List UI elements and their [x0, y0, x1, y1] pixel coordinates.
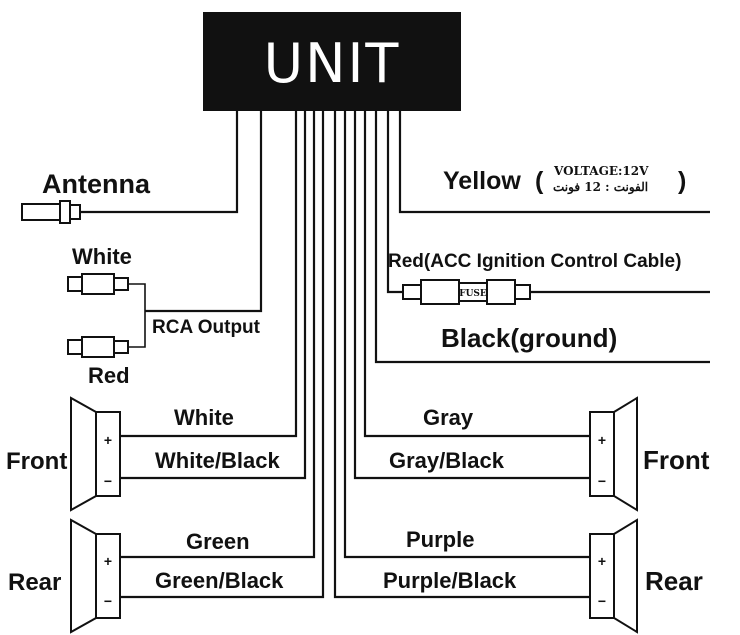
fuse-label: FUSE	[459, 289, 487, 299]
plus-terminal: +	[104, 553, 112, 569]
voltage-paren-close: )	[678, 167, 686, 195]
rear-right-label: Rear	[645, 566, 703, 596]
rca-output-wire	[145, 111, 263, 313]
red-acc-wire-in	[386, 111, 403, 294]
plus-terminal: +	[598, 432, 606, 448]
speaker-cone	[70, 518, 97, 634]
power-wires	[374, 111, 710, 364]
speaker-cone	[613, 396, 638, 512]
rca-output-label: RCA Output	[152, 317, 261, 338]
minus-terminal: −	[598, 593, 606, 609]
front-right-minus-wire	[353, 111, 592, 480]
speaker-magnet	[95, 533, 121, 619]
rca-red-label: Red	[88, 363, 130, 388]
rca-plug-red	[67, 336, 129, 358]
minus-terminal: −	[104, 593, 112, 609]
speaker-front-left: + −	[70, 396, 121, 512]
rca-red-body	[81, 336, 115, 358]
speaker-cone	[613, 518, 638, 634]
antenna-wire	[80, 111, 239, 214]
rca-white-tail	[113, 277, 129, 291]
rca-white-label: White	[72, 244, 132, 269]
voltage-ar-label: الفونت : 12 فونت	[553, 180, 648, 195]
antenna-plug	[21, 200, 81, 224]
front-right-minus-label: Gray/Black	[389, 448, 505, 473]
rear-left-plus-wire	[119, 111, 316, 559]
fuse-cap-left	[420, 279, 460, 305]
speaker-rear-left: + −	[70, 518, 121, 634]
front-right-label: Front	[643, 445, 710, 475]
front-left-minus-wire	[119, 111, 307, 480]
fuse-cap-right	[486, 279, 516, 305]
unit-title: UNIT	[264, 32, 401, 95]
plus-terminal: +	[104, 432, 112, 448]
rear-right-plus-label: Purple	[406, 527, 474, 552]
rca-plug-white	[67, 273, 129, 295]
rear-right-minus-label: Purple/Black	[383, 568, 517, 593]
antenna-plug-tip	[69, 204, 81, 220]
antenna-plug-body	[21, 203, 61, 221]
speaker-magnet	[589, 533, 615, 619]
minus-terminal: −	[598, 473, 606, 489]
rear-left-label: Rear	[8, 569, 61, 596]
speaker-magnet	[589, 411, 615, 497]
yellow-wire	[398, 111, 710, 214]
front-left-minus-label: White/Black	[155, 448, 280, 473]
rear-right-minus-wire	[333, 111, 592, 599]
yellow-label: Yellow	[443, 167, 521, 195]
front-left-plus-label: White	[174, 405, 234, 430]
unit-box	[203, 12, 461, 111]
rear-left-plus-label: Green	[186, 529, 250, 554]
fuse-end-right	[514, 284, 531, 300]
black-ground-wire	[374, 111, 710, 364]
fuse-end-left	[402, 284, 422, 300]
rca-red-tip	[67, 339, 83, 355]
rca-red-tail	[113, 340, 129, 354]
antenna-label: Antenna	[42, 169, 151, 199]
left-speaker-wires	[119, 111, 325, 599]
rear-right-plus-wire	[343, 111, 592, 559]
voltage-paren-open: (	[535, 167, 544, 195]
antenna-plug-collar	[59, 200, 71, 224]
rear-left-minus-wire	[119, 111, 325, 599]
speaker-cone	[70, 396, 97, 512]
black-ground-label: Black(ground)	[441, 323, 617, 353]
front-right-plus-wire	[363, 111, 592, 438]
minus-terminal: −	[104, 473, 112, 489]
plus-terminal: +	[598, 553, 606, 569]
fuse-holder: FUSE	[402, 279, 531, 305]
rca-white-body	[81, 273, 115, 295]
voltage-en-label: VOLTAGE:12V	[553, 164, 649, 178]
rca-white-tip	[67, 276, 83, 292]
rear-left-minus-label: Green/Black	[155, 568, 284, 593]
front-left-label: Front	[6, 448, 67, 475]
right-speaker-wires	[333, 111, 592, 599]
rca-split	[128, 283, 146, 348]
speaker-magnet	[95, 411, 121, 497]
front-left-plus-wire	[119, 111, 298, 438]
red-acc-label: Red(ACC Ignition Control Cable)	[388, 251, 681, 272]
speaker-rear-right: + −	[589, 518, 638, 634]
speaker-front-right: + −	[589, 396, 638, 512]
front-right-plus-label: Gray	[423, 405, 474, 430]
